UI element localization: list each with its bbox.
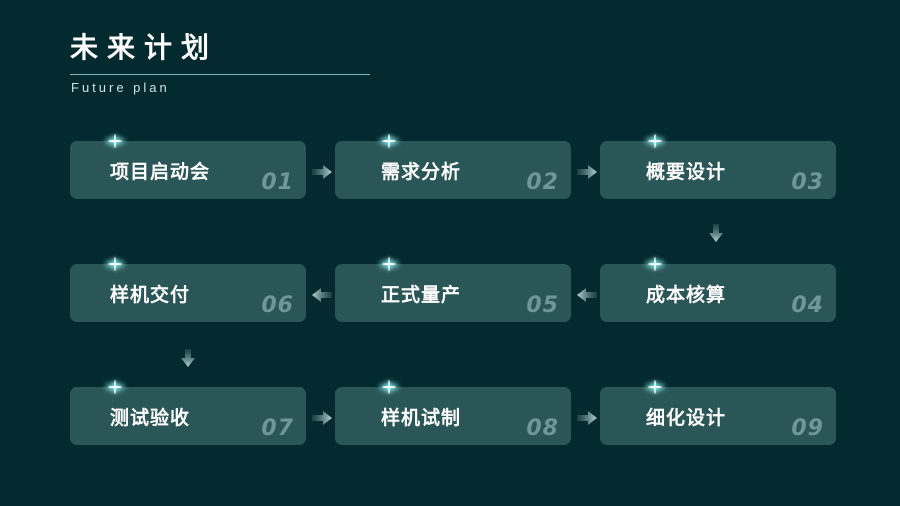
step-card-07: 测试验收 07: [70, 380, 306, 445]
step-card-05: 正式量产 05: [335, 257, 571, 322]
step-number: 06: [261, 293, 294, 318]
step-card-09: 细化设计 09: [600, 380, 836, 445]
sparkle-icon: [648, 257, 662, 271]
sparkle-icon: [108, 257, 122, 271]
arrow-right-icon: [312, 411, 332, 425]
step-number: 05: [526, 293, 559, 318]
title-underline: [70, 74, 370, 75]
step-number: 01: [261, 170, 294, 195]
sparkle-icon: [648, 134, 662, 148]
step-label: 成本核算: [646, 284, 727, 306]
arrow-left-icon: [312, 288, 332, 302]
step-label: 测试验收: [110, 407, 191, 429]
step-number: 07: [261, 416, 294, 441]
step-card-03: 概要设计 03: [600, 134, 836, 199]
sparkle-icon: [108, 380, 122, 394]
arrow-left-icon: [577, 288, 597, 302]
step-card-04: 成本核算 04: [600, 257, 836, 322]
sparkle-icon: [382, 134, 396, 148]
step-card-02: 需求分析 02: [335, 134, 571, 199]
step-label: 样机试制: [381, 407, 462, 429]
step-label: 细化设计: [646, 407, 727, 429]
step-number: 08: [526, 416, 559, 441]
step-number: 03: [791, 170, 824, 195]
step-card-06: 样机交付 06: [70, 257, 306, 322]
arrow-right-icon: [577, 165, 597, 179]
step-label: 正式量产: [381, 284, 462, 306]
arrow-down-icon: [181, 349, 195, 367]
page-subtitle: Future plan: [71, 80, 170, 95]
step-label: 样机交付: [110, 284, 191, 306]
page-title: 未来计划: [70, 31, 219, 64]
sparkle-icon: [382, 380, 396, 394]
step-label: 概要设计: [646, 161, 727, 183]
arrow-right-icon: [312, 165, 332, 179]
arrow-down-icon: [709, 224, 723, 242]
step-number: 09: [791, 416, 824, 441]
step-label: 项目启动会: [110, 161, 211, 183]
arrow-right-icon: [577, 411, 597, 425]
step-label: 需求分析: [381, 161, 462, 183]
step-number: 04: [791, 293, 824, 318]
step-card-01: 项目启动会 01: [70, 134, 306, 199]
step-card-08: 样机试制 08: [335, 380, 571, 445]
sparkle-icon: [382, 257, 396, 271]
sparkle-icon: [648, 380, 662, 394]
sparkle-icon: [108, 134, 122, 148]
step-number: 02: [526, 170, 559, 195]
